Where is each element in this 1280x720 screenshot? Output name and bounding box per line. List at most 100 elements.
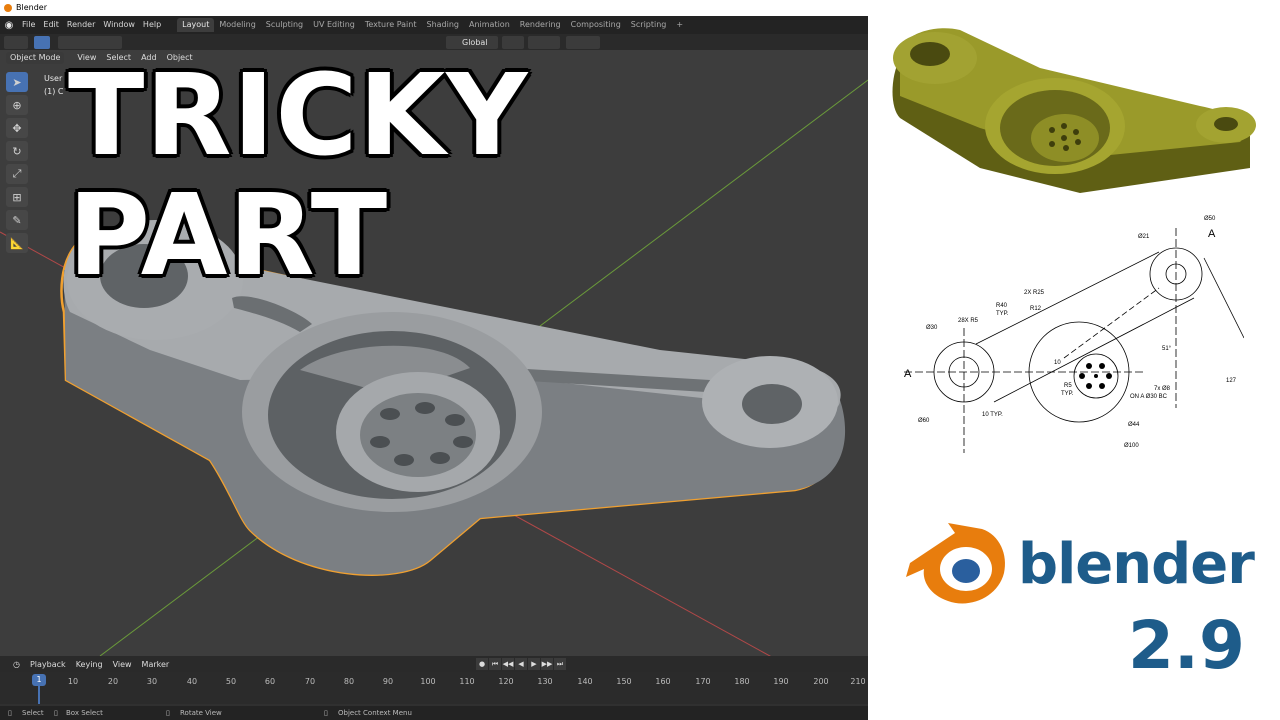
technical-drawing: [904, 228, 1244, 453]
frame-tick: 80: [343, 677, 355, 686]
frame-tick: 200: [813, 677, 829, 686]
frame-tick: 50: [225, 677, 237, 686]
object-mode-dropdown[interactable]: Object Mode: [6, 52, 65, 64]
frame-tick: 140: [577, 677, 593, 686]
tool-shelf: ➤ ⊕ ✥ ↻ ⤢ ⊞ ✎ 📐: [6, 72, 30, 256]
prev-keyframe-button[interactable]: ◀◀: [502, 658, 514, 670]
dim-label: Ø30: [926, 325, 938, 331]
mouse-drag-icon: ▯: [54, 709, 58, 717]
viewport-menu-select[interactable]: Select: [106, 53, 132, 62]
status-context-menu: Object Context Menu: [338, 709, 412, 717]
dim-label: TYP.: [996, 311, 1009, 317]
viewport-menu-add[interactable]: Add: [141, 53, 157, 62]
tab-uv-editing[interactable]: UV Editing: [313, 20, 355, 29]
select-mode-button[interactable]: [34, 36, 50, 49]
tool-header: Global: [0, 34, 868, 50]
timeline-editor-icon[interactable]: ◷: [13, 659, 20, 669]
play-button[interactable]: ▶: [528, 658, 540, 670]
timeline-menu-playback[interactable]: Playback: [29, 659, 66, 669]
tab-scripting[interactable]: Scripting: [630, 20, 667, 29]
frame-tick: 60: [264, 677, 276, 686]
viewport-header: Object Mode View Select Add Object: [0, 50, 868, 66]
status-select: Select: [22, 709, 44, 717]
status-box-select: Box Select: [66, 709, 103, 717]
tab-shading[interactable]: Shading: [426, 20, 459, 29]
left-bore-hole: [100, 244, 188, 308]
timeline-menu-keying[interactable]: Keying: [75, 659, 103, 669]
frame-ruler[interactable]: 10 20 30 40 50 60 70 80 90 100 110 120 1…: [0, 674, 868, 688]
part-render-image: [892, 28, 1256, 193]
3d-viewport[interactable]: Object Mode View Select Add Object User …: [0, 50, 868, 656]
viewport-scene: [0, 79, 868, 656]
next-keyframe-button[interactable]: ▶▶: [541, 658, 553, 670]
title-bar: Blender: [0, 0, 868, 16]
proportional-edit-toggle[interactable]: [566, 36, 600, 49]
timeline-menu-marker[interactable]: Marker: [141, 659, 170, 669]
tab-texture-paint[interactable]: Texture Paint: [364, 20, 417, 29]
playhead-line[interactable]: [38, 686, 40, 704]
menu-render[interactable]: Render: [66, 20, 96, 29]
mouse-left-icon: ▯: [8, 709, 12, 717]
frame-tick: 130: [537, 677, 553, 686]
dim-label: 7x Ø8: [1154, 386, 1171, 392]
cursor-tool-icon[interactable]: ⊕: [6, 95, 28, 115]
timeline-area[interactable]: [0, 672, 868, 704]
transform-orientation-dropdown[interactable]: [446, 36, 498, 49]
tab-animation[interactable]: Animation: [468, 20, 510, 29]
tab-rendering[interactable]: Rendering: [519, 20, 561, 29]
viewport-info-overlay: User (1) C: [44, 72, 63, 98]
annotate-tool-icon[interactable]: ✎: [6, 210, 28, 230]
frame-tick: 90: [382, 677, 394, 686]
dim-label: TYP.: [1061, 391, 1074, 397]
select-tool-icon[interactable]: ➤: [6, 72, 28, 92]
move-tool-icon[interactable]: ✥: [6, 118, 28, 138]
record-button[interactable]: ●: [476, 658, 488, 670]
frame-tick: 110: [459, 677, 475, 686]
current-frame-indicator[interactable]: 1: [32, 674, 46, 686]
transform-tool-icon[interactable]: ⊞: [6, 187, 28, 207]
view-name: User: [44, 74, 63, 83]
tab-layout[interactable]: Layout: [177, 18, 215, 32]
measure-tool-icon[interactable]: 📐: [6, 233, 28, 253]
pivot-point-dropdown[interactable]: [502, 36, 524, 49]
jump-start-button[interactable]: ⏮: [489, 658, 501, 670]
frame-tick: 20: [107, 677, 119, 686]
mouse-right-icon: ▯: [324, 709, 328, 717]
editor-type-button[interactable]: [4, 36, 28, 49]
menu-window[interactable]: Window: [103, 20, 135, 29]
dim-label: R12: [1030, 306, 1042, 312]
frame-tick: 190: [773, 677, 789, 686]
menu-file[interactable]: File: [22, 20, 36, 29]
rotate-tool-icon[interactable]: ↻: [6, 141, 28, 161]
frame-tick: 170: [695, 677, 711, 686]
play-reverse-button[interactable]: ◀: [515, 658, 527, 670]
dim-label: 2X R25: [1024, 290, 1045, 296]
window-title: Blender: [16, 3, 47, 12]
viewport-menu-view[interactable]: View: [77, 53, 97, 62]
menu-help[interactable]: Help: [142, 20, 162, 29]
tab-sculpting[interactable]: Sculpting: [265, 20, 304, 29]
frame-tick: 160: [655, 677, 671, 686]
tab-modeling[interactable]: Modeling: [219, 20, 256, 29]
section-label: A: [1208, 228, 1216, 240]
dim-label: 127: [1226, 378, 1237, 384]
mouse-middle-icon: ▯: [166, 709, 170, 717]
timeline-menu-view[interactable]: View: [112, 659, 132, 669]
blender-menu-icon[interactable]: ◉: [4, 19, 14, 31]
snap-toggle[interactable]: [528, 36, 560, 49]
left-slot-cut: [232, 296, 312, 332]
menu-edit[interactable]: Edit: [43, 20, 59, 29]
status-bar: ▯ Select ▯ Box Select ▯ Rotate View ▯ Ob…: [0, 706, 868, 720]
selection-mode-buttons[interactable]: [58, 36, 122, 49]
jump-end-button[interactable]: ⏭: [554, 658, 566, 670]
tab-compositing[interactable]: Compositing: [570, 20, 621, 29]
dim-label: 28X R5: [958, 318, 979, 324]
viewport-menu-object[interactable]: Object: [166, 53, 193, 62]
thumbnail-right-panel: Ø50 Ø21 A 2X R25 R40 TYP. R12 28X R5 Ø30…: [868, 0, 1280, 720]
scale-tool-icon[interactable]: ⤢: [6, 164, 28, 184]
blender-logo-icon: [906, 523, 1006, 604]
part-top-face: [63, 226, 841, 414]
dim-label: Ø60: [918, 418, 930, 424]
add-workspace-button[interactable]: +: [676, 20, 684, 29]
right-slot-cut: [510, 368, 710, 392]
